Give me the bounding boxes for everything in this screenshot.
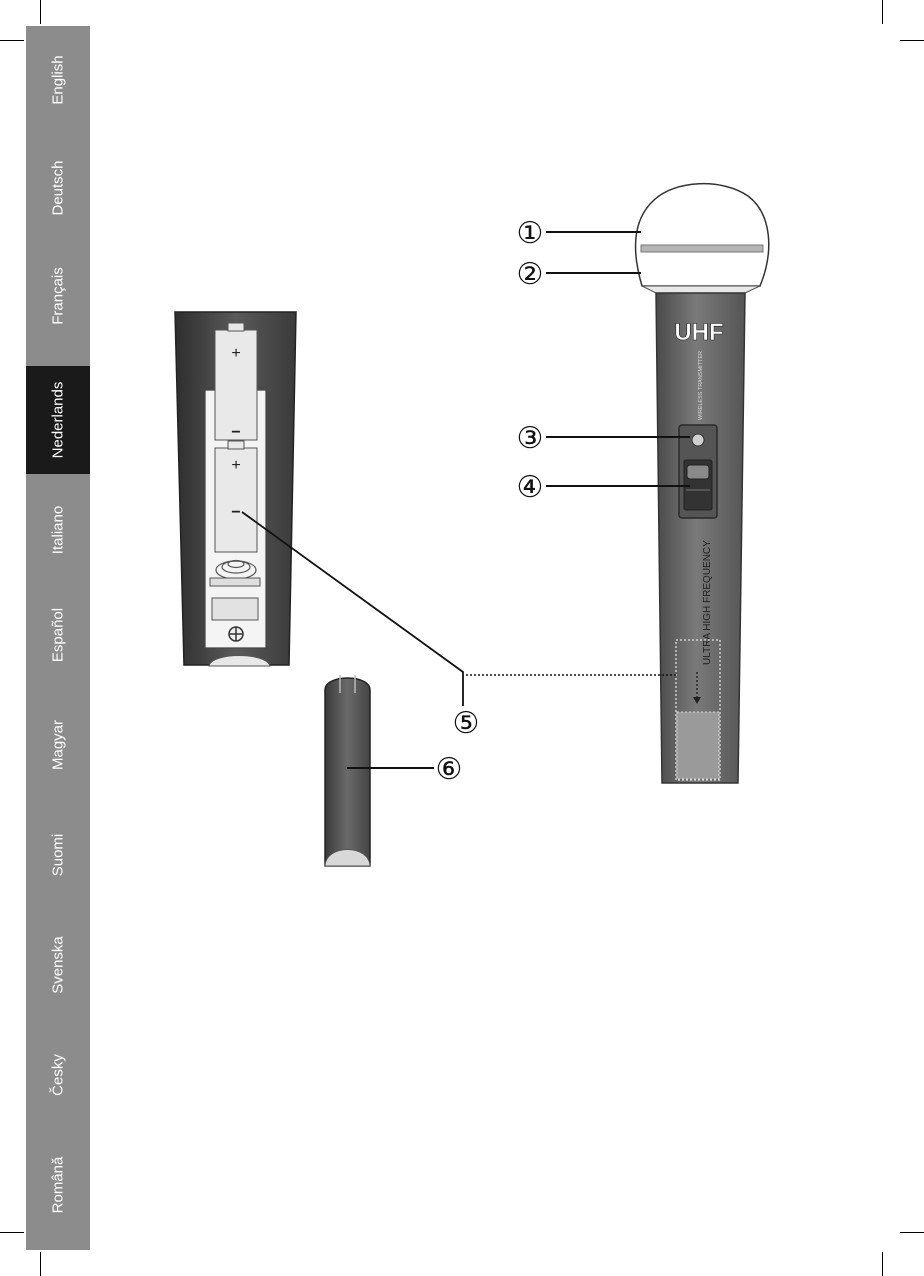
tab-suomi[interactable]: Suomi — [26, 801, 90, 909]
callout-3: ③ — [517, 422, 544, 455]
crop-mark — [0, 1232, 24, 1233]
microphone-right: UHF WIRELESS TRANSMITTER ULTRA HIGH FREQ… — [636, 184, 769, 783]
battery-cover-area — [677, 712, 719, 779]
battery-cover — [325, 675, 370, 866]
crop-mark — [40, 1252, 41, 1276]
open-handle: + − + − — [175, 312, 296, 666]
tab-cesky[interactable]: Česky — [26, 1021, 90, 1129]
crop-mark — [882, 1252, 883, 1276]
switch-knob — [687, 465, 709, 479]
tab-label: Română — [50, 1157, 67, 1214]
tab-espanol[interactable]: Español — [26, 581, 90, 689]
grille-ring — [641, 245, 763, 252]
callout-1: ① — [517, 217, 544, 250]
tab-english[interactable]: English — [26, 26, 90, 134]
frequency-text: ULTRA HIGH FREQUENCY — [702, 540, 713, 665]
small-label: WIRELESS TRANSMITTER — [698, 351, 704, 420]
battery-lower-tip — [228, 441, 244, 449]
tab-romana[interactable]: Română — [26, 1131, 90, 1239]
spring-plate — [210, 578, 260, 586]
tab-deutsch[interactable]: Deutsch — [26, 134, 90, 242]
tab-label: Nederlands — [50, 382, 67, 459]
callout-4: ④ — [517, 471, 544, 504]
tab-label: Français — [50, 267, 67, 325]
microphone-illustration: UHF WIRELESS TRANSMITTER ULTRA HIGH FREQ… — [150, 170, 770, 890]
tab-label: English — [50, 55, 67, 104]
callout-5: ⑤ — [453, 707, 480, 740]
tab-label: Česky — [50, 1054, 67, 1096]
battery-upper-tip — [228, 323, 244, 331]
crop-mark — [0, 40, 24, 41]
leader-lines — [242, 232, 690, 768]
minus-symbol: − — [231, 504, 240, 521]
tab-label: Español — [50, 608, 67, 662]
uhf-logo: UHF — [674, 319, 723, 346]
battery-cover-body — [325, 678, 370, 866]
callout-2: ② — [517, 258, 544, 291]
tab-label: Italiano — [50, 506, 67, 554]
callout-6: ⑥ — [436, 753, 463, 786]
crop-mark — [900, 40, 924, 41]
plus-symbol: + — [231, 345, 240, 362]
tab-francais[interactable]: Français — [26, 242, 90, 350]
tab-magyar[interactable]: Magyar — [26, 691, 90, 799]
plus-symbol: + — [231, 457, 240, 474]
mic-grille — [636, 184, 769, 286]
grille-lower — [642, 286, 760, 293]
language-sidebar: English Deutsch Français Nederlands Ital… — [26, 26, 90, 1250]
crop-mark — [40, 0, 41, 24]
power-led — [692, 434, 704, 446]
tab-label: Suomi — [50, 834, 67, 877]
minus-symbol: − — [231, 424, 240, 441]
tab-label: Deutsch — [50, 160, 67, 215]
tab-italiano[interactable]: Italiano — [26, 476, 90, 584]
tab-svenska[interactable]: Svenska — [26, 911, 90, 1019]
lower-panel — [212, 598, 258, 620]
tab-label: Svenska — [50, 936, 67, 994]
crop-mark — [882, 0, 883, 24]
tab-nederlands[interactable]: Nederlands — [26, 366, 90, 474]
tab-label: Magyar — [50, 720, 67, 770]
crop-mark — [900, 1232, 924, 1233]
